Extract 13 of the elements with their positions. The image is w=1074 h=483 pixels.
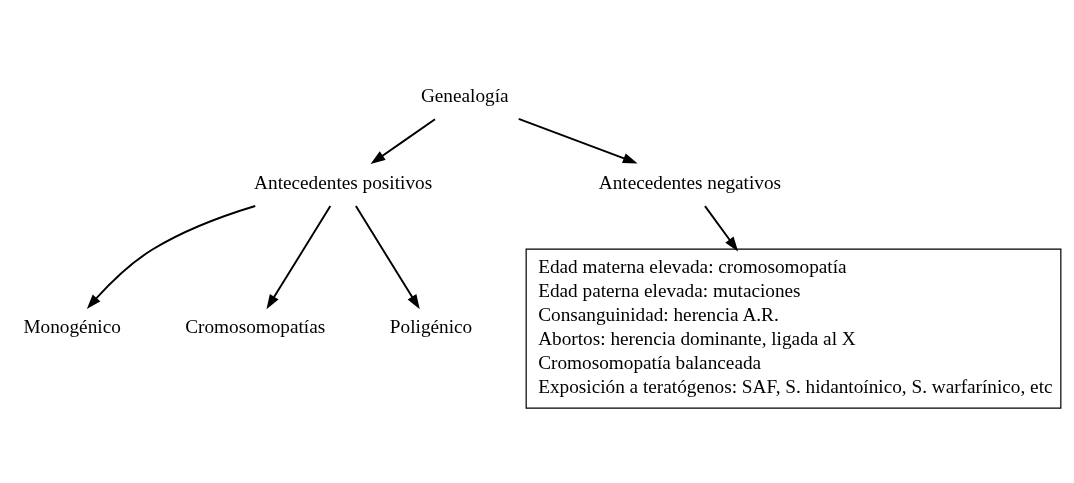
node-text: Genealogía bbox=[420, 84, 509, 106]
node-text: Antecedentes positivos bbox=[254, 171, 433, 193]
node-text: Cromosomopatías bbox=[185, 315, 326, 337]
arrow bbox=[704, 204, 739, 252]
arrow bbox=[517, 117, 638, 163]
arrow bbox=[370, 117, 436, 164]
node-box: Edad materna elevada: cromosomopatía Edad paterna elevada: mutaciones Consanguinidad: herencia A.R. Abortos: herencia dominante, ligada al X Cromosomopatía balanceada Exposición a teratógenos: SAF, S. hidantoínico, S. warfarínico, etc bbox=[525, 248, 1062, 409]
node-text: Monogénico bbox=[23, 315, 121, 337]
arrow bbox=[266, 204, 332, 309]
node-text: Poligénico bbox=[389, 315, 473, 337]
node-text: Antecedentes negativos bbox=[598, 171, 782, 193]
arrow bbox=[86, 204, 257, 309]
arrow bbox=[354, 204, 420, 309]
